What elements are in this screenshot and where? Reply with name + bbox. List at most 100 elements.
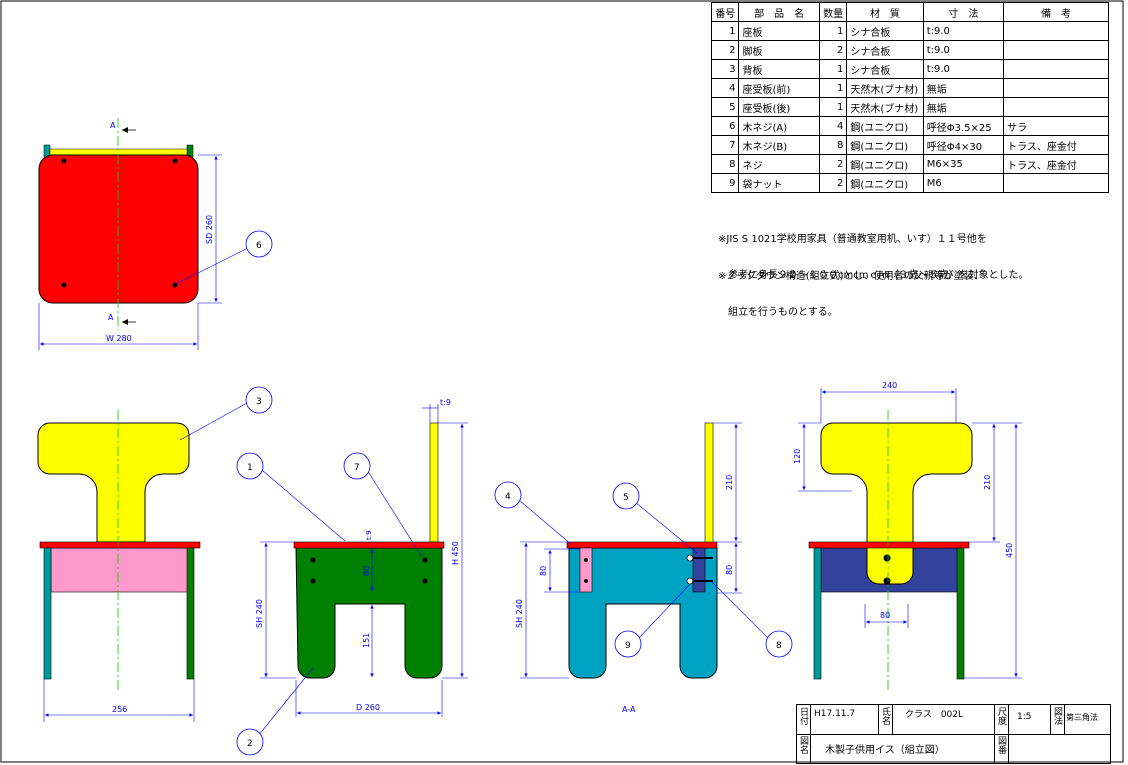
balloon-3-label: 3 [256,397,262,407]
parts-cell: シナ合板 [846,21,924,41]
rear-rail-section [692,547,706,593]
dim-210-rear: 210 [983,475,992,490]
balloon-5 [612,482,640,510]
date-value: H17.11.7 [811,705,879,734]
balloon-3 [245,386,273,414]
method-value: 第三角法 [1066,713,1098,722]
parts-cell: 袋ナット [738,173,820,193]
parts-cell: 鋼(ユニクロ) [846,173,924,193]
parts-cell: 木ネジ(B) [738,135,820,155]
leg-front-left [43,547,52,680]
parts-cell: ネジ [738,154,820,174]
backrest-side [429,422,439,543]
seat-front [39,541,201,549]
top-view: A A W 280 SD 260 6 [38,118,273,350]
parts-cell: 背板 [738,59,820,79]
parts-cell: 天然木(ブナ材) [846,78,924,98]
parts-cell: 鋼(ユニクロ) [846,116,924,136]
screw-mark [172,282,178,288]
parts-cell: 9 [710,173,740,193]
name-label: 氏名 [879,705,893,734]
parts-cell: 2 [818,173,848,193]
note-1-line-1: ※JIS S 1021学校用家具（普通教室用机、いす）１１号他を [718,234,987,245]
dim-sd260: SD 260 [205,215,214,244]
parts-cell: M6 [922,173,1005,193]
backrest-front [37,422,190,543]
parts-cell: 天然木(ブナ材) [846,97,924,117]
title-block: 日付 H17.11.7 氏名 クラス 002L 尺度 1:5 図法 第三角法 図… [796,704,1111,764]
dim-256: 256 [112,705,127,714]
dim-t9-seat: t:9 [365,530,373,540]
scale-label: 尺度 [995,705,1009,734]
note-1-line-2: 参考に身長９０～１００cmcmｃｍ（３歳～５歳）を対象とした。 [718,270,1029,281]
parts-cell: 7 [710,135,740,155]
parts-cell: M6×35 [922,154,1005,174]
dim-80-side: 80 [362,566,371,576]
balloon-8-label: 8 [776,641,782,651]
dim-210-section: 210 [725,475,734,490]
header-no: 番号 [710,2,740,22]
parts-cell: 座受板(前) [738,78,820,98]
dim-240: 240 [882,381,897,390]
note-2-line-2: 組立を行うものとする。 [718,307,838,318]
top-view-back-edge [49,148,188,156]
seat-side [293,541,445,549]
balloon-6 [245,230,273,258]
parts-cell: 4 [818,116,848,136]
dim-w280: W 280 [106,334,132,343]
dim-80-section-left: 80 [539,566,548,576]
leg-board-section [568,547,718,679]
seat-rear [808,541,970,549]
leg-rear-right [956,547,965,680]
backrest-rear [820,422,973,585]
parts-cell: シナ合板 [846,59,924,79]
section-view: SH 240 80 210 80 A-A 4 5 9 8 [494,422,793,714]
note-2-line-1: ※ノックダウン構造(組立式)とし、使用者の父親等が塗装、 [718,271,984,282]
parts-cell: t:9.0 [922,21,1005,41]
parts-cell: 8 [818,135,848,155]
parts-cell: 呼径Φ3.5×25 [922,116,1005,136]
leg-rear-left [813,547,822,680]
front-view: 256 3 [37,386,273,722]
balloon-2 [236,728,264,756]
date-label: 日付 [797,705,811,734]
header-part-name: 部 品 名 [738,2,820,22]
balloon-6-label: 6 [256,241,262,251]
balloon-7 [343,452,371,480]
parts-cell: 1 [818,59,848,79]
parts-cell: 1 [818,78,848,98]
balloon-4-label: 4 [505,492,511,502]
parts-cell: 5 [710,97,740,117]
parts-cell: 3 [710,59,740,79]
drawing-no-label: 図番 [995,734,1009,763]
balloon-4 [494,481,522,509]
parts-cell [1003,40,1109,60]
parts-cell: 呼径Φ4×30 [922,135,1005,155]
screw-mark [172,158,178,164]
balloon-2-label: 2 [247,739,253,749]
balloon-1 [236,452,264,480]
parts-cell [1003,97,1109,117]
header-material: 材 質 [846,2,924,22]
parts-cell: 2 [710,40,740,60]
parts-table-header: 番号 部 品 名 数量 材 質 寸 法 備 考 [710,2,1109,22]
parts-cell: 木ネジ(A) [738,116,820,136]
dim-h450: H 450 [451,541,460,565]
parts-cell: 鋼(ユニクロ) [846,135,924,155]
section-label: A-A [622,705,636,714]
parts-cell: 1 [818,97,848,117]
balloon-5-label: 5 [623,493,629,503]
section-mark-bottom: A [108,313,114,322]
dim-80-rear: 80 [880,611,890,620]
header-qty: 数量 [818,2,848,22]
parts-cell: 脚板 [738,40,820,60]
